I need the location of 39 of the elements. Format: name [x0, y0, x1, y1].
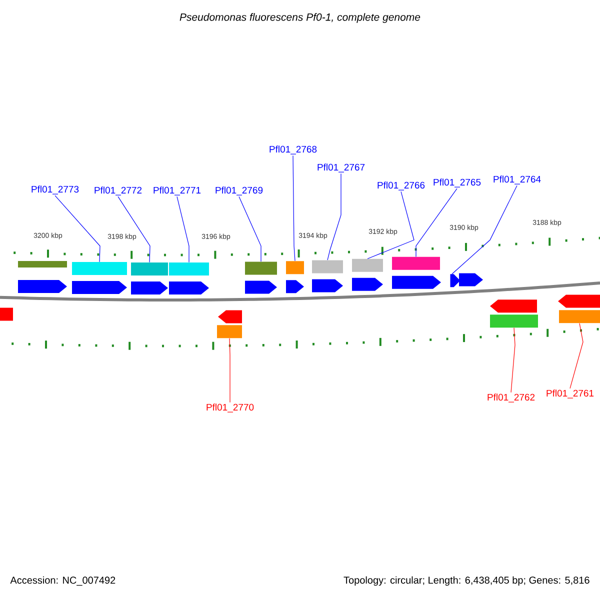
gene-label: Pfl01_2767	[318, 164, 365, 172]
gene-label: Pfl01_2768	[270, 146, 317, 154]
gene-label: Pfl01_2770	[206, 404, 254, 412]
gene-box	[559, 310, 600, 324]
gene-box	[245, 262, 277, 275]
gene-box	[217, 325, 242, 338]
leader-line	[229, 338, 230, 403]
genome-info-text: Topology: circular; Length: 6,438,405 bp; Genes: 5,816	[344, 576, 590, 586]
gene-label: Pfl01_2765	[434, 178, 481, 188]
gene-box	[169, 262, 209, 276]
gene-feature	[450, 274, 460, 288]
leader-line	[292, 155, 296, 262]
gene-box	[392, 256, 440, 270]
leader-line	[570, 322, 584, 389]
title: Pseudomonas fluorescens Pf0-1, complete genome	[180, 13, 420, 23]
leader-line	[367, 191, 414, 260]
leader-line	[118, 196, 150, 263]
gene-label: Pfl01_2772	[94, 186, 142, 196]
accession-text: Accession: NC_007492	[10, 576, 116, 586]
gene-box	[490, 314, 538, 328]
gene-label: Pfl01_2762	[488, 394, 535, 402]
gene-box	[72, 262, 127, 276]
gene-label: Pfl01_2771	[154, 186, 201, 196]
gene-box	[286, 261, 304, 274]
gene-box	[131, 262, 168, 276]
leader-line	[327, 173, 342, 260]
gene-label: Pfl01_2764	[494, 176, 541, 184]
gene-label: Pfl01_2769	[216, 186, 263, 196]
gene-box	[352, 258, 383, 272]
leader-line	[176, 196, 190, 263]
gene-label: Pfl01_2761	[546, 390, 594, 398]
gene-box	[312, 260, 343, 274]
leader-line	[510, 328, 516, 393]
leader-line	[416, 188, 458, 258]
leader-line	[54, 195, 100, 262]
gene-label: Pfl01_2766	[378, 182, 425, 190]
gene-label: Pfl01_2773	[32, 186, 79, 194]
leader-line	[238, 196, 262, 262]
leader-line	[452, 185, 518, 274]
